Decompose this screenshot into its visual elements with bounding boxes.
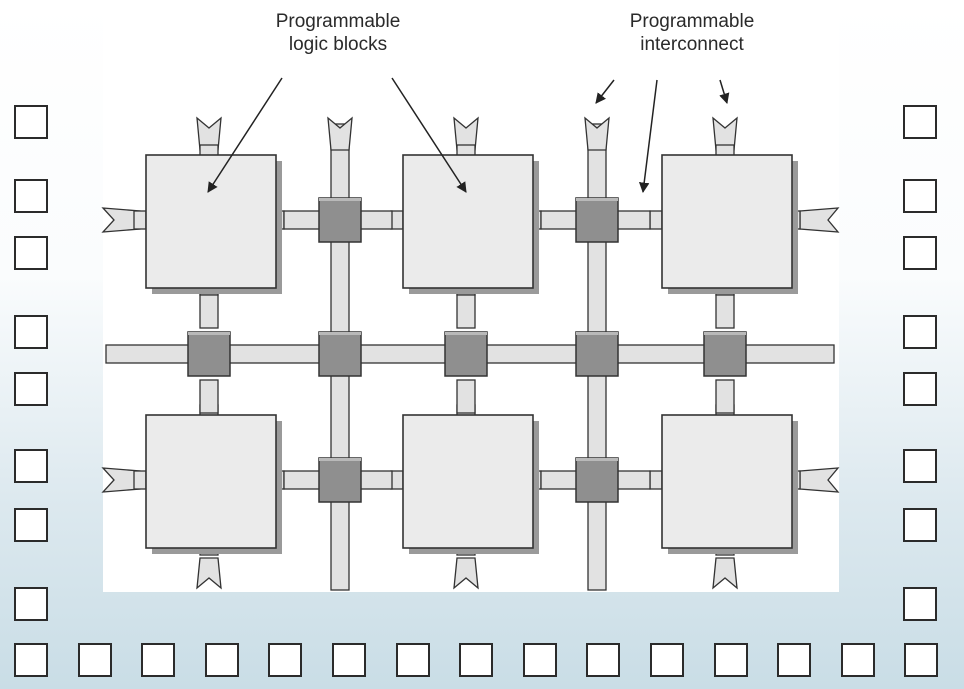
io-pad <box>903 587 937 621</box>
io-pad <box>14 587 48 621</box>
switch-matrix-highlight <box>319 198 361 201</box>
block-switch-link <box>456 379 476 414</box>
block-connector <box>649 210 663 230</box>
switch-matrix-highlight <box>445 332 487 335</box>
switch-matrix <box>575 457 619 503</box>
block-connector <box>133 470 147 490</box>
io-pad <box>14 236 48 270</box>
switch-matrix-highlight <box>576 332 618 335</box>
block-switch-link <box>540 210 580 230</box>
io-pad <box>903 236 937 270</box>
logic-block <box>402 154 534 289</box>
io-pad <box>903 105 937 139</box>
callout-arrow <box>595 79 615 104</box>
block-switch-link <box>715 294 735 329</box>
block-switch-link <box>540 470 580 490</box>
io-pad <box>14 105 48 139</box>
io-pad <box>396 643 430 677</box>
logic-block <box>145 414 277 549</box>
io-pad <box>141 643 175 677</box>
block-switch-link <box>199 294 219 329</box>
io-pad <box>586 643 620 677</box>
switch-matrix <box>444 331 488 377</box>
callout-arrow <box>719 79 730 105</box>
io-pad <box>903 372 937 406</box>
switch-matrix-highlight <box>576 198 618 201</box>
io-pad <box>14 643 48 677</box>
io-pad <box>714 643 748 677</box>
io-pad <box>650 643 684 677</box>
block-switch-link <box>199 379 219 414</box>
logic-block <box>402 414 534 549</box>
block-switch-link <box>283 210 323 230</box>
io-pad <box>14 179 48 213</box>
block-switch-link <box>357 470 393 490</box>
channel-arrow-bottom <box>712 557 738 590</box>
io-pad <box>205 643 239 677</box>
block-switch-link <box>715 379 735 414</box>
block-switch-link <box>357 210 393 230</box>
block-connector <box>133 210 147 230</box>
channel-arrow-bottom <box>453 557 479 590</box>
io-pad <box>14 508 48 542</box>
switch-matrix-highlight <box>188 332 230 335</box>
io-pad <box>903 179 937 213</box>
io-pad <box>523 643 557 677</box>
io-pad <box>841 643 875 677</box>
io-pad <box>903 315 937 349</box>
block-switch-link <box>283 470 323 490</box>
logic-block <box>661 414 793 549</box>
callout-arrow <box>638 79 658 194</box>
switch-matrix-highlight <box>704 332 746 335</box>
switch-matrix-highlight <box>319 458 361 461</box>
switch-matrix <box>318 197 362 243</box>
channel-arrow-top <box>584 116 610 151</box>
callout-arrow <box>391 77 467 193</box>
block-connector <box>390 210 404 230</box>
block-connector <box>390 470 404 490</box>
io-pad <box>459 643 493 677</box>
channel-arrow-top <box>327 116 353 151</box>
io-pad <box>14 315 48 349</box>
interconnect-label: Programmable interconnect <box>629 11 755 55</box>
io-pad <box>268 643 302 677</box>
switch-matrix-highlight <box>319 332 361 335</box>
switch-matrix <box>575 197 619 243</box>
switch-matrix <box>187 331 231 377</box>
io-pad <box>14 372 48 406</box>
io-pad <box>904 643 938 677</box>
block-switch-link <box>614 210 651 230</box>
io-pad <box>903 449 937 483</box>
logic-blocks-label: Programmable logic blocks <box>275 11 401 55</box>
logic-block <box>145 154 277 289</box>
logic-block <box>661 154 793 289</box>
io-pad <box>14 449 48 483</box>
channel-arrow-bottom <box>196 557 222 590</box>
switch-matrix <box>703 331 747 377</box>
block-switch-link <box>456 294 476 329</box>
block-connector <box>649 470 663 490</box>
io-pad <box>78 643 112 677</box>
switch-matrix <box>575 331 619 377</box>
io-pad <box>777 643 811 677</box>
io-pad <box>903 508 937 542</box>
io-pad <box>332 643 366 677</box>
switch-matrix <box>318 331 362 377</box>
switch-matrix-highlight <box>576 458 618 461</box>
block-switch-link <box>614 470 651 490</box>
switch-matrix <box>318 457 362 503</box>
callout-arrow <box>207 77 283 193</box>
